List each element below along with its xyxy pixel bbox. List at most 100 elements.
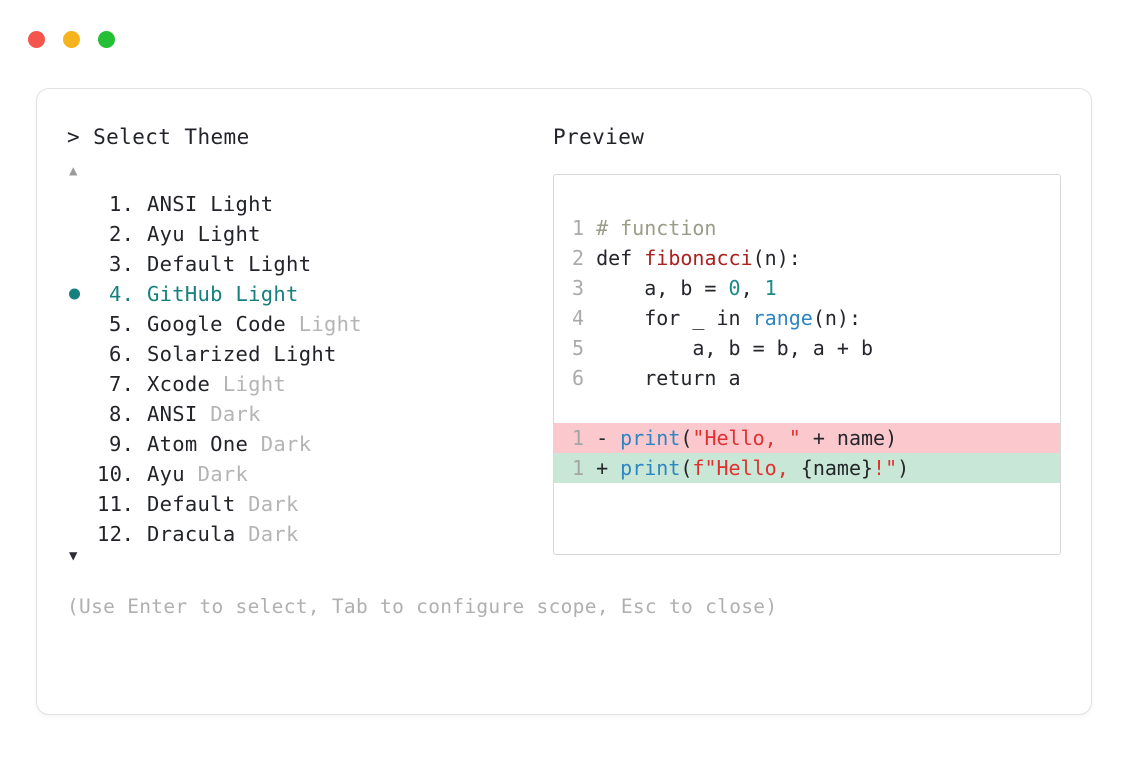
theme-item-variant: Dark	[210, 402, 261, 427]
theme-item-name: Xcode	[146, 372, 211, 397]
theme-list-item[interactable]: 5. Google Code Light	[67, 309, 537, 339]
theme-item-variant: Light	[298, 312, 362, 337]
theme-item-name: Default	[146, 492, 236, 517]
code-token-plain: (n):	[812, 306, 861, 331]
code-token-comment: # function	[596, 216, 717, 241]
theme-item-text: 12. Dracula Dark	[67, 519, 299, 549]
code-token-func: fibonacci	[644, 246, 753, 271]
theme-list-item[interactable]: 9. Atom One Dark	[67, 429, 537, 459]
theme-item-index: 7	[109, 372, 122, 397]
theme-item-index: 12	[97, 522, 123, 547]
diff-sample: 1- print("Hello, " + name)1+ print(f"Hel…	[554, 423, 1060, 484]
theme-item-text: 2. Ayu Light	[67, 219, 261, 249]
theme-item-index: 9	[109, 432, 122, 457]
theme-item-text: 3. Default Light	[67, 249, 311, 279]
code-token-plain: ,	[740, 276, 765, 301]
theme-item-name: Solarized	[146, 342, 261, 367]
code-token-plain: (	[680, 456, 693, 481]
theme-item-index: 4	[109, 282, 122, 307]
code-token-plain: for _ in	[596, 306, 753, 331]
diff-line-number: 1	[572, 456, 585, 481]
theme-list-item[interactable]: 11. Default Dark	[67, 489, 537, 519]
code-token-str: !"	[873, 456, 898, 481]
theme-list-item[interactable]: 2. Ayu Light	[67, 219, 537, 249]
theme-item-text: 1. ANSI Light	[67, 189, 273, 219]
theme-list-item[interactable]: 4. GitHub Light	[67, 279, 537, 309]
code-token-builtin: range	[752, 306, 813, 331]
diff-line-number: 1	[572, 426, 585, 451]
code-token-plain: (n):	[752, 246, 801, 271]
theme-item-text: 8. ANSI Dark	[67, 399, 261, 429]
scroll-up-icon[interactable]: ▲	[69, 163, 78, 180]
diff-sign-icon: -	[596, 426, 621, 451]
window-titlebar	[28, 31, 115, 48]
theme-item-name: Atom One	[146, 432, 249, 457]
code-token-plain: + name)	[800, 426, 898, 451]
code-token-num: 0	[728, 276, 741, 301]
theme-item-index: 6	[109, 342, 122, 367]
theme-item-variant: Dark	[197, 462, 249, 487]
theme-item-text: 11. Default Dark	[67, 489, 299, 519]
keyboard-hint: (Use Enter to select, Tab to configure s…	[67, 595, 778, 619]
diff-sign-icon: +	[596, 456, 621, 481]
line-number: 3	[572, 276, 585, 301]
theme-list-item[interactable]: 7. Xcode Light	[67, 369, 537, 399]
theme-item-text: 10. Ayu Dark	[67, 459, 248, 489]
maximize-dot[interactable]	[98, 31, 115, 48]
theme-list-item[interactable]: 6. Solarized Light	[67, 339, 537, 369]
line-number: 1	[572, 216, 585, 241]
diff-line-added: 1+ print(f"Hello, {name}!")	[554, 453, 1060, 484]
code-token-builtin: print	[620, 426, 681, 451]
code-token-num: 1	[764, 276, 777, 301]
theme-item-name: Google Code	[146, 312, 287, 337]
theme-item-variant: Light	[197, 222, 261, 247]
code-gap	[554, 393, 1060, 423]
code-token-str: "Hello, "	[692, 426, 801, 451]
code-token-str: f"Hello,	[692, 456, 801, 481]
theme-item-variant: Light	[248, 252, 312, 277]
theme-list-item[interactable]: 12. Dracula Dark	[67, 519, 537, 549]
theme-item-text: 7. Xcode Light	[67, 369, 286, 399]
scroll-down-icon[interactable]: ▼	[69, 548, 78, 565]
prompt-caret-icon: >	[67, 125, 81, 149]
theme-list-item[interactable]: 10. Ayu Dark	[67, 459, 537, 489]
theme-item-text: 6. Solarized Light	[67, 339, 337, 369]
theme-item-text: 5. Google Code Light	[67, 309, 362, 339]
page-title: Select Theme	[93, 125, 250, 149]
theme-list-item[interactable]: 8. ANSI Dark	[67, 399, 537, 429]
close-dot[interactable]	[28, 31, 45, 48]
code-token-plain: )	[897, 456, 910, 481]
theme-item-variant: Light	[210, 192, 274, 217]
selected-bullet-icon	[69, 288, 80, 300]
prompt-row: > Select Theme	[67, 125, 537, 150]
code-line: 1 # function	[554, 213, 1060, 243]
theme-list-item[interactable]: 3. Default Light	[67, 249, 537, 279]
theme-list-item[interactable]: 1. ANSI Light	[67, 189, 537, 219]
theme-item-name: ANSI	[146, 192, 198, 217]
theme-item-variant: Light	[273, 342, 337, 367]
minimize-dot[interactable]	[63, 31, 80, 48]
theme-item-name: Ayu	[146, 222, 185, 247]
theme-item-index: 5	[109, 312, 122, 337]
theme-item-index: 1	[109, 192, 122, 217]
code-token-builtin: print	[620, 456, 681, 481]
code-token-plain: a, b =	[596, 276, 729, 301]
code-token-plain: a, b = b, a + b	[596, 336, 874, 361]
theme-item-name: Default	[146, 252, 236, 277]
diff-line-removed: 1- print("Hello, " + name)	[554, 423, 1060, 454]
theme-item-index: 8	[109, 402, 122, 427]
theme-item-index: 2	[109, 222, 122, 247]
theme-item-variant: Dark	[248, 522, 299, 547]
theme-item-variant: Dark	[260, 432, 312, 457]
theme-item-index: 11	[97, 492, 123, 517]
theme-item-variant: Dark	[248, 492, 299, 517]
